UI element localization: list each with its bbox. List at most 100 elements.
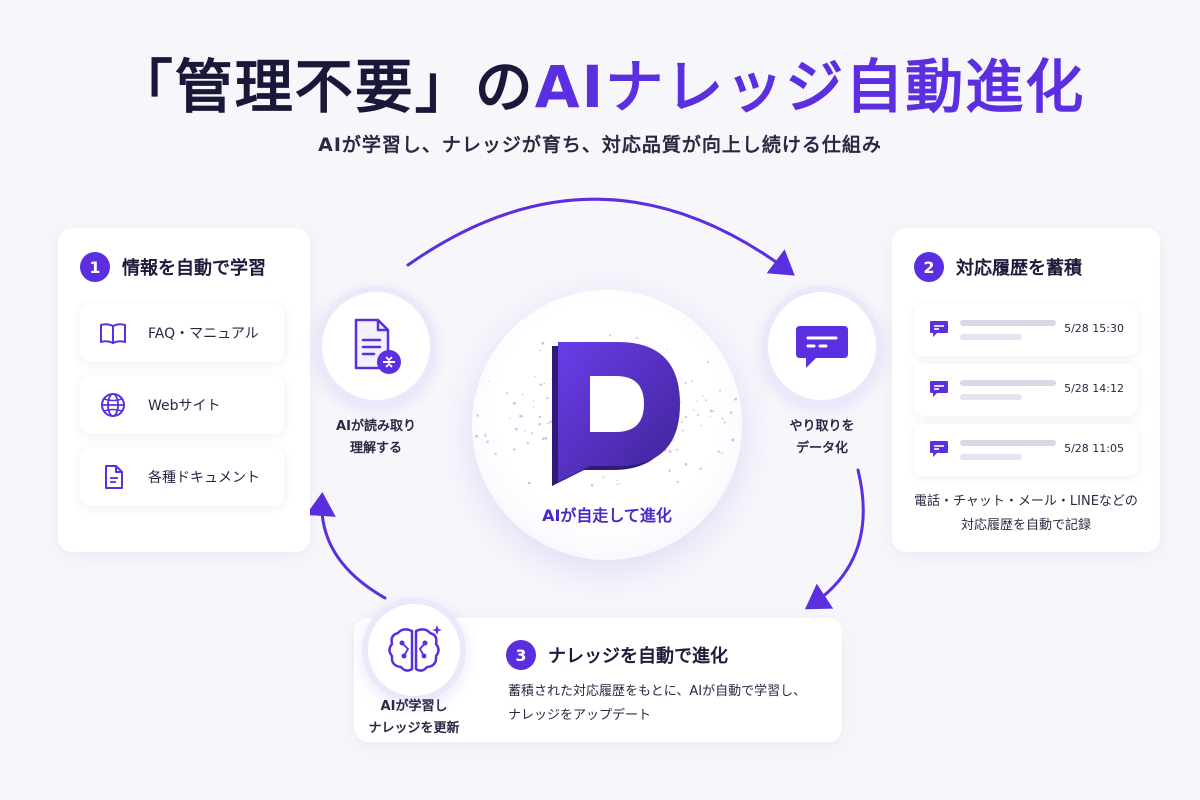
core-dot xyxy=(527,481,531,485)
node-data-caption: やり取りを データ化 xyxy=(789,419,855,456)
source-item-web: Webサイト xyxy=(80,376,284,434)
logo-d-icon xyxy=(552,342,680,486)
core-dot xyxy=(676,480,679,484)
history-note: 電話・チャット・メール・LINEなどの 対応履歴を自動で記録 xyxy=(914,494,1138,533)
page-subtitle: AIが学習し、ナレッジが育ち、対応品質が向上し続ける仕組み xyxy=(318,134,882,156)
step2-number: 2 xyxy=(914,252,944,282)
core-dot xyxy=(486,440,489,443)
step3-description: 蓄積された対応履歴をもとに、AIが自動で学習し、 ナレッジをアップデート xyxy=(508,684,807,723)
title-part1: 「管理不要」の xyxy=(114,53,535,121)
core-dot xyxy=(521,415,524,417)
core-caption: AIが自走して進化 xyxy=(542,506,672,525)
step1-number: 1 xyxy=(80,252,110,282)
history-line xyxy=(960,320,1056,326)
document-icon xyxy=(105,465,123,489)
core-dot xyxy=(506,392,509,395)
core-dot xyxy=(544,437,548,440)
source-label-faq: FAQ・マニュアル xyxy=(148,326,259,342)
step2-header: 2 対応履歴を蓄積 xyxy=(914,252,1082,282)
title-part2: AIナレッジ自動進化 xyxy=(534,53,1086,121)
core-dot xyxy=(521,393,524,396)
core-dot xyxy=(549,420,552,424)
core-dot xyxy=(712,410,715,412)
core-dot xyxy=(680,421,683,423)
core-dot xyxy=(488,380,491,382)
source-label-web: Webサイト xyxy=(148,398,221,414)
core-dot xyxy=(709,415,711,418)
arrow-left xyxy=(305,492,387,600)
core-dot xyxy=(484,433,486,435)
history-line xyxy=(960,380,1056,386)
chat-icon xyxy=(930,321,948,337)
core-dot xyxy=(731,438,735,442)
history-item: 5/28 15:30 xyxy=(914,304,1138,356)
core-dot xyxy=(609,334,612,337)
source-item-faq: FAQ・マニュアル xyxy=(80,304,284,362)
core-dot xyxy=(707,361,709,364)
history-time: 5/28 15:30 xyxy=(1064,322,1124,335)
source-item-docs: 各種ドキュメント xyxy=(80,448,284,506)
history-time: 5/28 14:12 xyxy=(1064,382,1124,395)
history-item: 5/28 14:12 xyxy=(914,364,1138,416)
step3-header: 3 ナレッジを自動で進化 xyxy=(506,640,728,670)
core-dot xyxy=(675,448,678,451)
core-dot xyxy=(690,380,693,383)
book-icon xyxy=(100,323,126,344)
core-dot xyxy=(705,399,707,402)
core-dot xyxy=(668,449,672,453)
core-dot xyxy=(717,450,720,453)
core-dot xyxy=(494,452,497,455)
step1-header: 1 情報を自動で学習 xyxy=(80,252,266,282)
document-scan-icon xyxy=(354,318,401,374)
core-dot xyxy=(699,424,702,427)
history-line xyxy=(960,440,1056,446)
chat-icon xyxy=(930,381,948,397)
node-read-caption: AIが読み取り 理解する xyxy=(336,419,416,456)
core-dot xyxy=(532,406,534,408)
core-dot xyxy=(538,349,541,352)
history-time: 5/28 11:05 xyxy=(1064,442,1124,455)
core-dot xyxy=(541,437,545,441)
core-dot xyxy=(699,467,702,470)
core-dot xyxy=(734,397,738,401)
core-dot xyxy=(543,382,546,385)
core-dot xyxy=(541,341,545,345)
core-dot xyxy=(719,389,721,392)
node-learn-caption: AIが学習し ナレッジを更新 xyxy=(368,699,460,736)
core-dot xyxy=(538,415,542,419)
core-dot xyxy=(721,452,723,455)
history-line xyxy=(960,454,1022,460)
core-dot xyxy=(512,401,516,405)
history-line xyxy=(960,394,1022,400)
chat-icon xyxy=(930,441,948,457)
core-dot xyxy=(692,409,695,412)
step1-title: 情報を自動で学習 xyxy=(122,258,266,279)
core-dot xyxy=(590,484,594,487)
core-dot xyxy=(538,422,541,426)
step3-number: 3 xyxy=(506,640,536,670)
core-dot xyxy=(475,434,478,438)
core-dot xyxy=(615,483,618,486)
step3-title: ナレッジを自動で進化 xyxy=(548,646,728,667)
chat-bubble-icon xyxy=(796,326,848,368)
arrow-right xyxy=(804,468,865,610)
core-dot xyxy=(547,422,550,425)
core-dot xyxy=(696,400,698,402)
core-dot xyxy=(508,417,511,420)
page-title: 「管理不要」のAIナレッジ自動進化 xyxy=(0,40,1200,124)
core-dot xyxy=(523,430,526,432)
core-dot xyxy=(721,417,724,420)
ai-core: AIが自走して進化 xyxy=(472,290,742,560)
core-dot xyxy=(616,479,618,482)
core-dot xyxy=(515,427,518,431)
core-dot xyxy=(519,414,522,418)
source-label-docs: 各種ドキュメント xyxy=(148,470,260,486)
core-dot xyxy=(666,348,668,351)
core-dot xyxy=(476,414,479,417)
globe-icon xyxy=(101,393,125,417)
core-dot xyxy=(684,462,688,466)
core-dot xyxy=(709,409,713,413)
history-line xyxy=(960,334,1022,340)
core-dot xyxy=(684,415,688,419)
